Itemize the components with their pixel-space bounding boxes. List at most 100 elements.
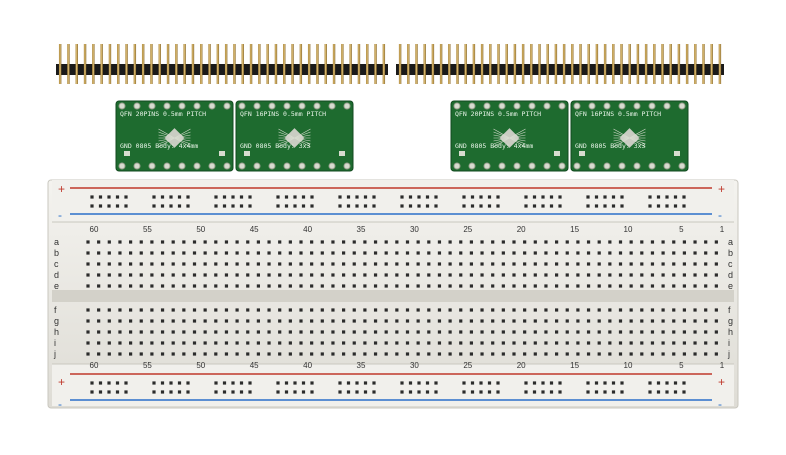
- breadboard-hole: [192, 341, 197, 345]
- header-pin: [274, 44, 278, 84]
- pcb-pad: [543, 102, 551, 110]
- breadboard-hole: [352, 352, 356, 356]
- breadboard-hole: [86, 284, 90, 288]
- breadboard-hole: [576, 251, 580, 255]
- row-letter: e: [54, 281, 59, 291]
- breadboard-hole: [222, 390, 227, 394]
- breadboard-hole: [629, 273, 633, 277]
- breadboard-hole: [417, 204, 421, 208]
- breadboard-hole: [656, 390, 661, 394]
- breadboard-hole: [405, 330, 410, 334]
- breadboard-hole: [346, 381, 351, 385]
- breadboard-hole: [469, 352, 473, 356]
- breadboard-hole: [171, 330, 175, 334]
- breadboard-hole: [661, 308, 665, 312]
- breadboard-hole: [160, 319, 165, 323]
- breadboard-hole: [640, 251, 644, 255]
- breadboard-hole: [469, 308, 473, 312]
- breadboard-hole: [276, 381, 280, 385]
- breadboard-hole: [160, 251, 165, 255]
- breadboard-hole: [524, 390, 528, 394]
- breadboard-hole: [427, 330, 431, 334]
- pcb-pad: [268, 162, 276, 170]
- breadboard-hole: [629, 284, 633, 288]
- breadboard-hole: [372, 381, 376, 385]
- breadboard-hole: [331, 341, 335, 345]
- breadboard-hole: [373, 330, 378, 334]
- pcb-pad: [148, 102, 156, 110]
- pcb-pad: [678, 162, 686, 170]
- breadboard-hole: [346, 195, 351, 199]
- breadboard-hole: [565, 341, 569, 345]
- breadboard-hole: [395, 341, 399, 345]
- breadboard-hole: [427, 273, 431, 277]
- breadboard-hole: [267, 319, 271, 323]
- breadboard-hole: [620, 195, 624, 199]
- header-pin: [546, 44, 549, 84]
- breadboard-hole: [115, 204, 120, 208]
- breadboard-hole: [437, 240, 442, 244]
- row-letter: j: [727, 349, 730, 359]
- pcb-pad: [618, 102, 626, 110]
- breadboard-hole: [363, 381, 368, 385]
- breadboard-hole: [597, 273, 601, 277]
- breadboard-hole: [278, 273, 282, 277]
- breadboard-hole: [576, 240, 580, 244]
- breadboard-hole: [160, 352, 165, 356]
- breadboard-hole: [246, 319, 250, 323]
- header-pin: [677, 44, 681, 84]
- breadboard-hole: [246, 240, 250, 244]
- breadboard-hole: [301, 204, 306, 208]
- breadboard-hole: [235, 330, 239, 334]
- row-letter: g: [54, 316, 59, 326]
- breadboard-hole: [512, 284, 516, 288]
- breadboard-hole: [293, 390, 297, 394]
- header-pin: [216, 44, 220, 84]
- breadboard-hole: [576, 352, 580, 356]
- breadboard-hole: [224, 352, 229, 356]
- breadboard-hole: [618, 284, 623, 288]
- breadboard-hole: [363, 319, 367, 323]
- breadboard-hole: [405, 341, 410, 345]
- breadboard-hole: [129, 330, 133, 334]
- breadboard-hole: [597, 240, 601, 244]
- breadboard-hole: [665, 195, 669, 199]
- header-pin: [108, 44, 112, 84]
- breadboard-hole: [665, 390, 669, 394]
- breadboard-hole: [640, 308, 644, 312]
- breadboard-hole: [373, 284, 378, 288]
- column-number: 15: [570, 361, 579, 370]
- breadboard-hole: [427, 308, 431, 312]
- breadboard-hole: [512, 251, 516, 255]
- breadboard-hole: [704, 262, 708, 266]
- header-pin: [489, 44, 492, 84]
- breadboard-hole: [203, 308, 207, 312]
- breadboard-hole: [224, 273, 229, 277]
- column-number: 1: [720, 361, 725, 370]
- pcb-pad: [588, 162, 596, 170]
- breadboard-hole: [310, 381, 314, 385]
- breadboard-hole: [284, 390, 289, 394]
- breadboard-hole: [565, 240, 569, 244]
- breadboard-hole: [603, 390, 607, 394]
- breadboard-hole: [533, 352, 537, 356]
- breadboard-hole: [479, 390, 483, 394]
- breadboard-hole: [672, 240, 676, 244]
- breadboard-hole: [714, 330, 718, 334]
- pcb-pad: [313, 162, 321, 170]
- breadboard-hole: [86, 240, 90, 244]
- breadboard-hole: [427, 341, 431, 345]
- breadboard-hole: [107, 251, 111, 255]
- breadboard-hole: [342, 251, 346, 255]
- header-pin: [374, 44, 377, 84]
- breadboard-hole: [203, 284, 207, 288]
- breadboard-hole: [714, 240, 718, 244]
- breadboard-hole: [363, 341, 367, 345]
- breadboard-hole: [437, 251, 442, 255]
- column-number: 60: [90, 225, 99, 234]
- breadboard-hole: [462, 381, 466, 385]
- pcb-pad: [223, 102, 231, 110]
- pcb-pad: [618, 162, 626, 170]
- breadboard-hole: [661, 273, 665, 277]
- pcb-pad: [558, 102, 566, 110]
